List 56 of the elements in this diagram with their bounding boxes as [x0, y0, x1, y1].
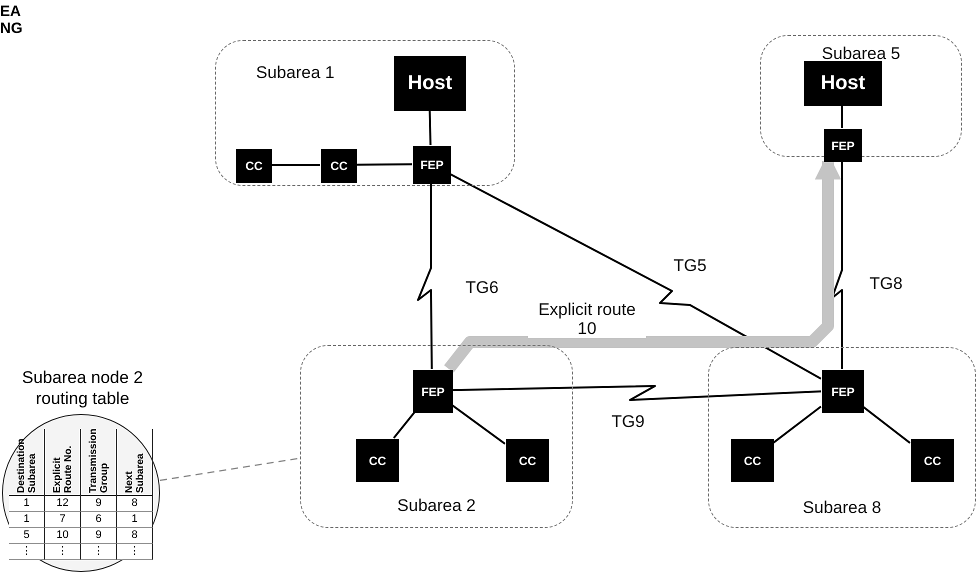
device-box: CC — [911, 439, 954, 482]
table-value: ⋮ — [57, 544, 68, 559]
column-header: Next Subarea — [124, 452, 146, 493]
link-line — [356, 163, 412, 166]
table-value: 12 — [56, 496, 69, 511]
table-value: 1 — [131, 512, 138, 527]
link-line — [772, 406, 822, 444]
table-value: 6 — [95, 512, 102, 527]
table-value: 9 — [95, 528, 102, 543]
device-box: FEP — [413, 370, 453, 413]
host-box: Host — [394, 56, 466, 111]
subarea-region — [300, 345, 573, 528]
table-value: ⋮ — [21, 544, 32, 559]
link-line — [841, 105, 843, 128]
subarea-region — [215, 40, 515, 186]
link-line — [417, 183, 433, 370]
device-box: FEP — [413, 146, 451, 184]
column-header: Explicit Route No. — [52, 444, 74, 493]
link-line — [831, 161, 843, 369]
region-label: Subarea 1 — [256, 63, 334, 83]
connector-line — [160, 458, 300, 482]
title-fragment: NG — [0, 20, 22, 37]
table-value: ⋮ — [93, 544, 104, 559]
host-box: Host — [804, 61, 882, 106]
region-label: Subarea 8 — [802, 498, 882, 518]
device-box: CC — [506, 439, 549, 482]
table-value: ⋮ — [129, 544, 140, 559]
edge-label: Explicit route 10 — [528, 300, 646, 338]
link-line — [393, 411, 416, 439]
table-value: 8 — [131, 496, 138, 511]
table-value: 8 — [131, 528, 138, 543]
link-line — [271, 164, 320, 166]
device-box: CC — [321, 149, 357, 183]
device-box: CC — [236, 149, 272, 183]
subarea-region — [708, 347, 976, 528]
link-line — [450, 173, 822, 380]
table-value: 7 — [59, 512, 66, 527]
region-label: Subarea 2 — [397, 496, 476, 516]
table-value: 9 — [95, 496, 102, 511]
link-line — [428, 110, 432, 146]
link-line — [452, 385, 822, 401]
table-value: 1 — [23, 512, 30, 527]
device-box: FEP — [822, 370, 864, 413]
link-line — [451, 404, 506, 445]
device-box: CC — [356, 439, 399, 482]
title-fragment: EA — [0, 3, 21, 20]
table-heading: Subarea node 2 routing table — [21, 367, 144, 409]
column-header: Destination Subarea — [16, 438, 38, 493]
table-value: 5 — [23, 528, 30, 543]
table-value: 1 — [23, 496, 30, 511]
link-line — [862, 406, 911, 444]
device-box: CC — [731, 439, 774, 482]
region-label: Subarea 5 — [822, 44, 900, 64]
column-header: Transmission Group — [88, 431, 110, 493]
table-value: 10 — [56, 528, 69, 543]
device-box: FEP — [824, 129, 862, 162]
